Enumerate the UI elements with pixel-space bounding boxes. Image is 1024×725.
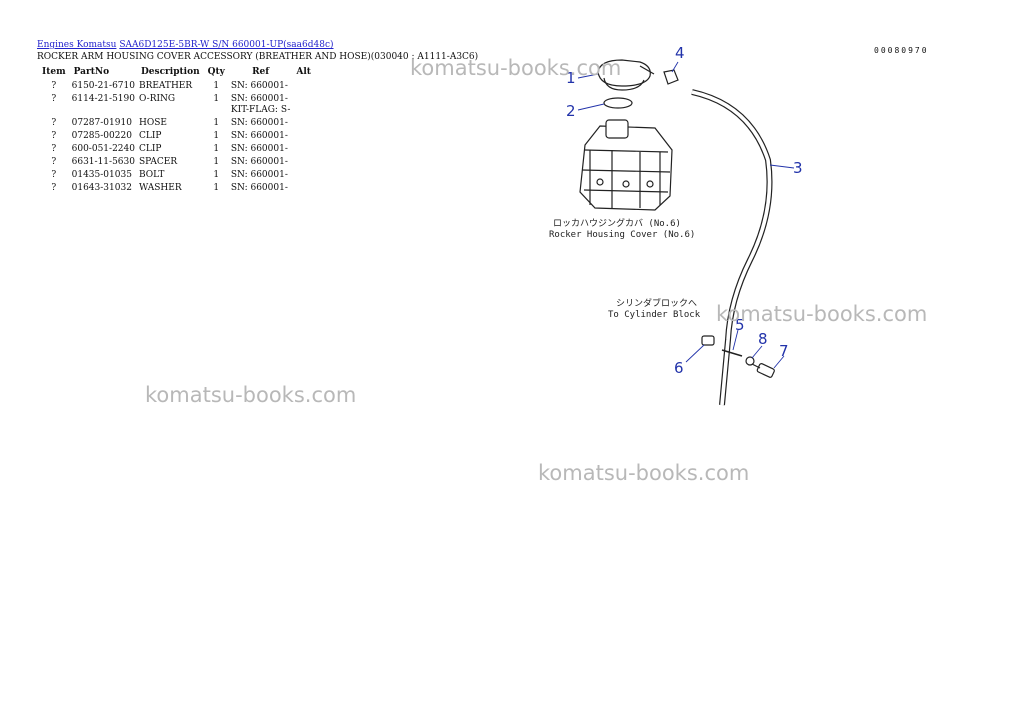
row-description: CLIP — [138, 144, 162, 154]
row-description: CLIP — [138, 131, 162, 141]
row-qty: 1 — [213, 94, 220, 104]
spacer-part — [701, 335, 715, 346]
block-caption-jp: シリンダブロックへ — [616, 297, 697, 309]
callout-leaders — [577, 61, 795, 369]
block-caption-en: To Cylinder Block — [608, 310, 701, 320]
clip-band-part — [721, 349, 743, 357]
row-qty: 1 — [213, 157, 220, 167]
row-ref: SN: 660001- — [229, 80, 293, 93]
row-ref: SN: 660001- — [229, 156, 293, 169]
row-description: HOSE — [138, 118, 167, 128]
table-row: ? 01643-31032 WASHER 1 SN: 660001- — [38, 182, 315, 195]
row-qty: 1 — [213, 131, 220, 141]
watermark: komatsu-books.com — [410, 56, 622, 80]
o-ring-part — [603, 97, 633, 109]
row-qty: 1 — [213, 144, 220, 154]
page-title: ROCKER ARM HOUSING COVER ACCESSORY (BREA… — [37, 52, 479, 62]
table-row: ? 07287-01910 HOSE 1 SN: 660001- — [38, 117, 315, 130]
table-row: ? 01435-01035 BOLT 1 SN: 660001- — [38, 169, 315, 182]
row-partno: 01435-01035 — [71, 170, 132, 180]
row-ref: SN: 660001- — [229, 130, 293, 143]
row-partno: 01643-31032 — [71, 183, 132, 193]
row-item: ? — [51, 183, 57, 193]
parts-table: Item PartNo Description Qty Ref Alt ? 615… — [38, 66, 315, 195]
row-ref-serial: SN: 660001- — [230, 118, 288, 128]
row-item: ? — [51, 170, 57, 180]
row-qty: 1 — [213, 183, 220, 193]
washer-part — [745, 356, 755, 366]
row-qty: 1 — [213, 118, 220, 128]
row-ref-serial: SN: 660001- — [230, 170, 288, 180]
column-header-description: Description — [140, 67, 200, 77]
row-ref: SN: 660001- — [229, 182, 293, 195]
column-header-partno: PartNo — [73, 67, 110, 77]
row-description: O-RING — [138, 94, 176, 104]
row-ref: SN: 660001- — [229, 143, 293, 156]
row-ref-serial: SN: 660001- — [230, 94, 288, 104]
row-partno: 6150-21-6710 — [71, 81, 135, 91]
row-ref-serial: SN: 660001- — [230, 131, 288, 141]
breadcrumb-link-model[interactable]: SAA6D125E-5BR-W S/N 660001-UP(saa6d48c) — [119, 40, 334, 50]
table-header-row: Item PartNo Description Qty Ref Alt — [38, 66, 315, 80]
row-item: ? — [51, 81, 57, 91]
row-item: ? — [51, 94, 57, 104]
row-ref: SN: 660001- — [229, 117, 293, 130]
row-partno: 600-051-2240 — [71, 144, 135, 154]
callout-1: 1 — [566, 69, 576, 87]
row-item: ? — [51, 157, 57, 167]
callout-7: 7 — [779, 342, 789, 360]
breather-part — [597, 59, 655, 91]
row-ref: SN: 660001-KIT-FLAG: S- — [229, 93, 293, 117]
rocker-housing-cover — [579, 119, 673, 211]
row-ref-serial: SN: 660001- — [230, 157, 288, 167]
callout-8: 8 — [758, 330, 768, 348]
watermark: komatsu-books.com — [716, 302, 928, 326]
row-partno: 6114-21-5190 — [71, 94, 135, 104]
row-ref-serial: SN: 660001- — [230, 144, 288, 154]
row-ref-serial: SN: 660001- — [230, 81, 288, 91]
row-description: WASHER — [138, 183, 182, 193]
row-partno: 07285-00220 — [71, 131, 132, 141]
row-description: BREATHER — [138, 81, 193, 91]
row-ref: SN: 660001- — [229, 169, 293, 182]
column-header-qty: Qty — [207, 67, 225, 77]
breadcrumb: Engines Komatsu SAA6D125E-5BR-W S/N 6600… — [37, 40, 334, 50]
row-item: ? — [51, 144, 57, 154]
callout-4: 4 — [675, 44, 685, 62]
row-item: ? — [51, 118, 57, 128]
table-row: ? 07285-00220 CLIP 1 SN: 660001- — [38, 130, 315, 143]
callout-6: 6 — [674, 359, 684, 377]
watermark: komatsu-books.com — [145, 383, 357, 407]
row-ref-serial: SN: 660001- — [230, 183, 288, 193]
column-header-ref: Ref — [252, 67, 270, 77]
watermark: komatsu-books.com — [538, 461, 750, 485]
breadcrumb-link-engines[interactable]: Engines Komatsu — [37, 40, 117, 50]
row-qty: 1 — [213, 170, 220, 180]
callout-3: 3 — [793, 159, 803, 177]
diagram-code: 00080970 — [874, 46, 929, 55]
row-description: SPACER — [138, 157, 178, 167]
clip-part — [663, 69, 679, 85]
callout-2: 2 — [566, 102, 576, 120]
bolt-part — [751, 363, 775, 378]
housing-caption-jp: ロッカハウジングカバ (No.6) — [553, 217, 681, 229]
row-partno: 07287-01910 — [71, 118, 132, 128]
row-ref-flag: KIT-FLAG: S- — [230, 105, 291, 115]
column-header-alt: Alt — [296, 67, 311, 77]
row-description: BOLT — [138, 170, 165, 180]
callout-5: 5 — [735, 316, 745, 334]
row-qty: 1 — [213, 81, 220, 91]
housing-caption-en: Rocker Housing Cover (No.6) — [549, 230, 695, 240]
row-item: ? — [51, 131, 57, 141]
row-partno: 6631-11-5630 — [71, 157, 135, 167]
column-header-item: Item — [42, 67, 66, 77]
